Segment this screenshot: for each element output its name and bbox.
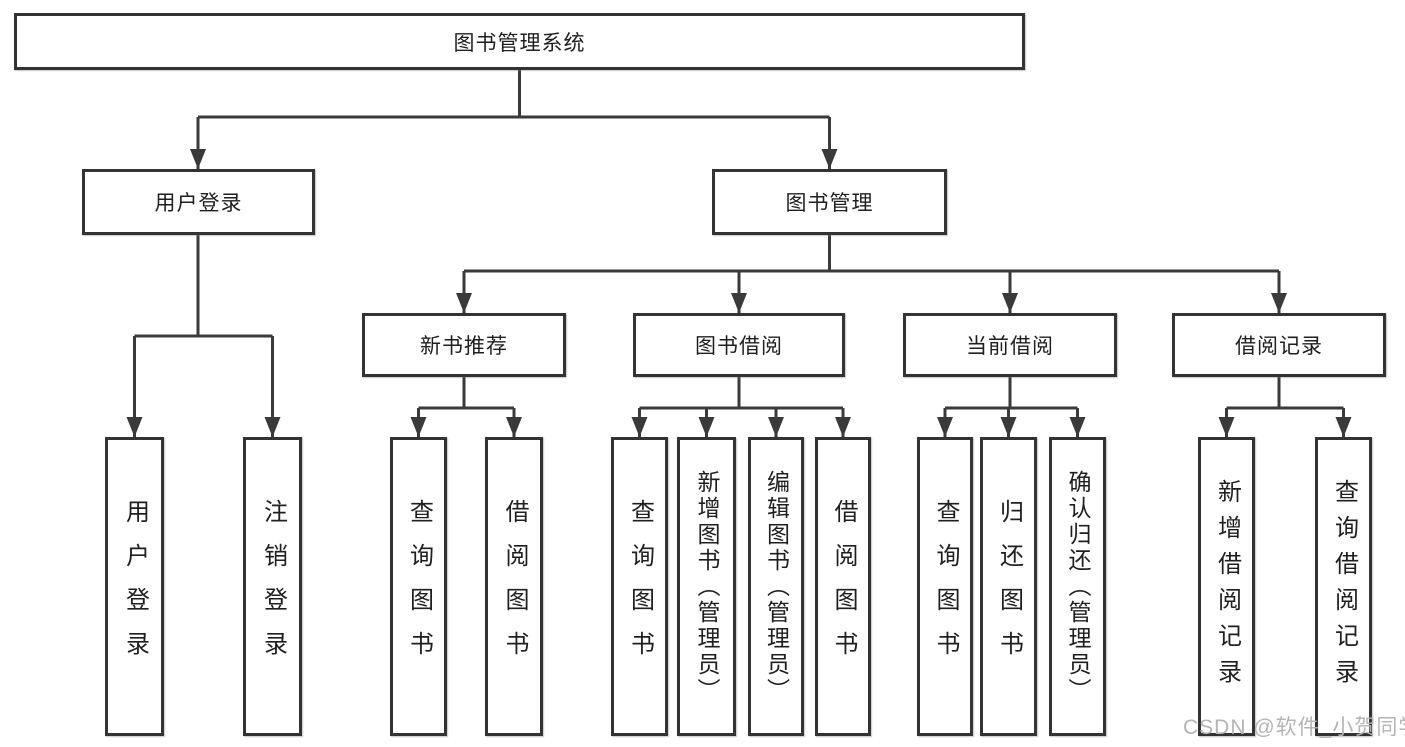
- node-label: 图书管理系统: [453, 31, 586, 55]
- csdn-watermark: CSDN @软件_小贺同学: [1183, 716, 1405, 739]
- node-label: 图书管理: [785, 192, 874, 215]
- node-label: 查询图书: [626, 498, 654, 675]
- node-current-borrowing: 当前借阅: [903, 313, 1117, 377]
- node-label: 用户登录: [121, 498, 149, 675]
- node-user-login: 用户登录: [82, 169, 315, 235]
- leaf-user-login: 用户登录: [105, 437, 164, 736]
- node-label: 注销登录: [259, 498, 287, 675]
- connector-paths: [133, 70, 1345, 437]
- node-borrowing-records: 借阅记录: [1172, 313, 1386, 377]
- node-label: 归还图书: [995, 498, 1023, 675]
- leaf-query-books-borrow: 查询图书: [611, 437, 668, 736]
- node-label: 查询图书: [405, 498, 433, 675]
- node-label: 用户登录: [154, 192, 243, 215]
- leaf-add-borrow-record: 新增借阅记录: [1198, 437, 1255, 736]
- node-label: 查询借阅记录: [1330, 478, 1358, 695]
- node-label: 借阅图书: [501, 498, 528, 675]
- leaf-borrow-books-recommend: 借阅图书: [485, 437, 543, 736]
- node-label: 编辑图书（管理员）: [763, 469, 790, 704]
- node-label: 查询图书: [932, 498, 959, 675]
- leaf-borrow-books: 借阅图书: [815, 437, 871, 736]
- node-label: 新书推荐: [420, 335, 508, 358]
- node-label: 确认归还（管理员）: [1065, 469, 1091, 704]
- leaf-edit-books-admin: 编辑图书（管理员）: [748, 437, 804, 736]
- node-label: 新增图书（管理员）: [694, 469, 720, 704]
- node-label: 借阅记录: [1235, 335, 1323, 358]
- leaf-return-books: 归还图书: [980, 437, 1037, 736]
- node-label: 新增借阅记录: [1213, 478, 1241, 695]
- leaf-query-borrow-record: 查询借阅记录: [1315, 437, 1372, 736]
- node-label: 当前借阅: [966, 335, 1054, 358]
- leaf-query-books-current: 查询图书: [917, 437, 973, 736]
- leaf-logout: 注销登录: [243, 437, 302, 736]
- node-new-book-recommend: 新书推荐: [362, 313, 566, 377]
- node-book-borrowing: 图书借阅: [633, 313, 845, 377]
- leaf-confirm-return-admin: 确认归还（管理员）: [1049, 437, 1106, 736]
- node-book-management: 图书管理: [712, 169, 947, 235]
- node-label: 图书借阅: [695, 335, 783, 358]
- arrowheads: [126, 149, 1352, 437]
- node-library-system: 图书管理系统: [14, 13, 1025, 70]
- leaf-add-books-admin: 新增图书（管理员）: [677, 437, 736, 736]
- node-label: 借阅图书: [830, 498, 857, 675]
- leaf-query-books-recommend: 查询图书: [390, 437, 447, 736]
